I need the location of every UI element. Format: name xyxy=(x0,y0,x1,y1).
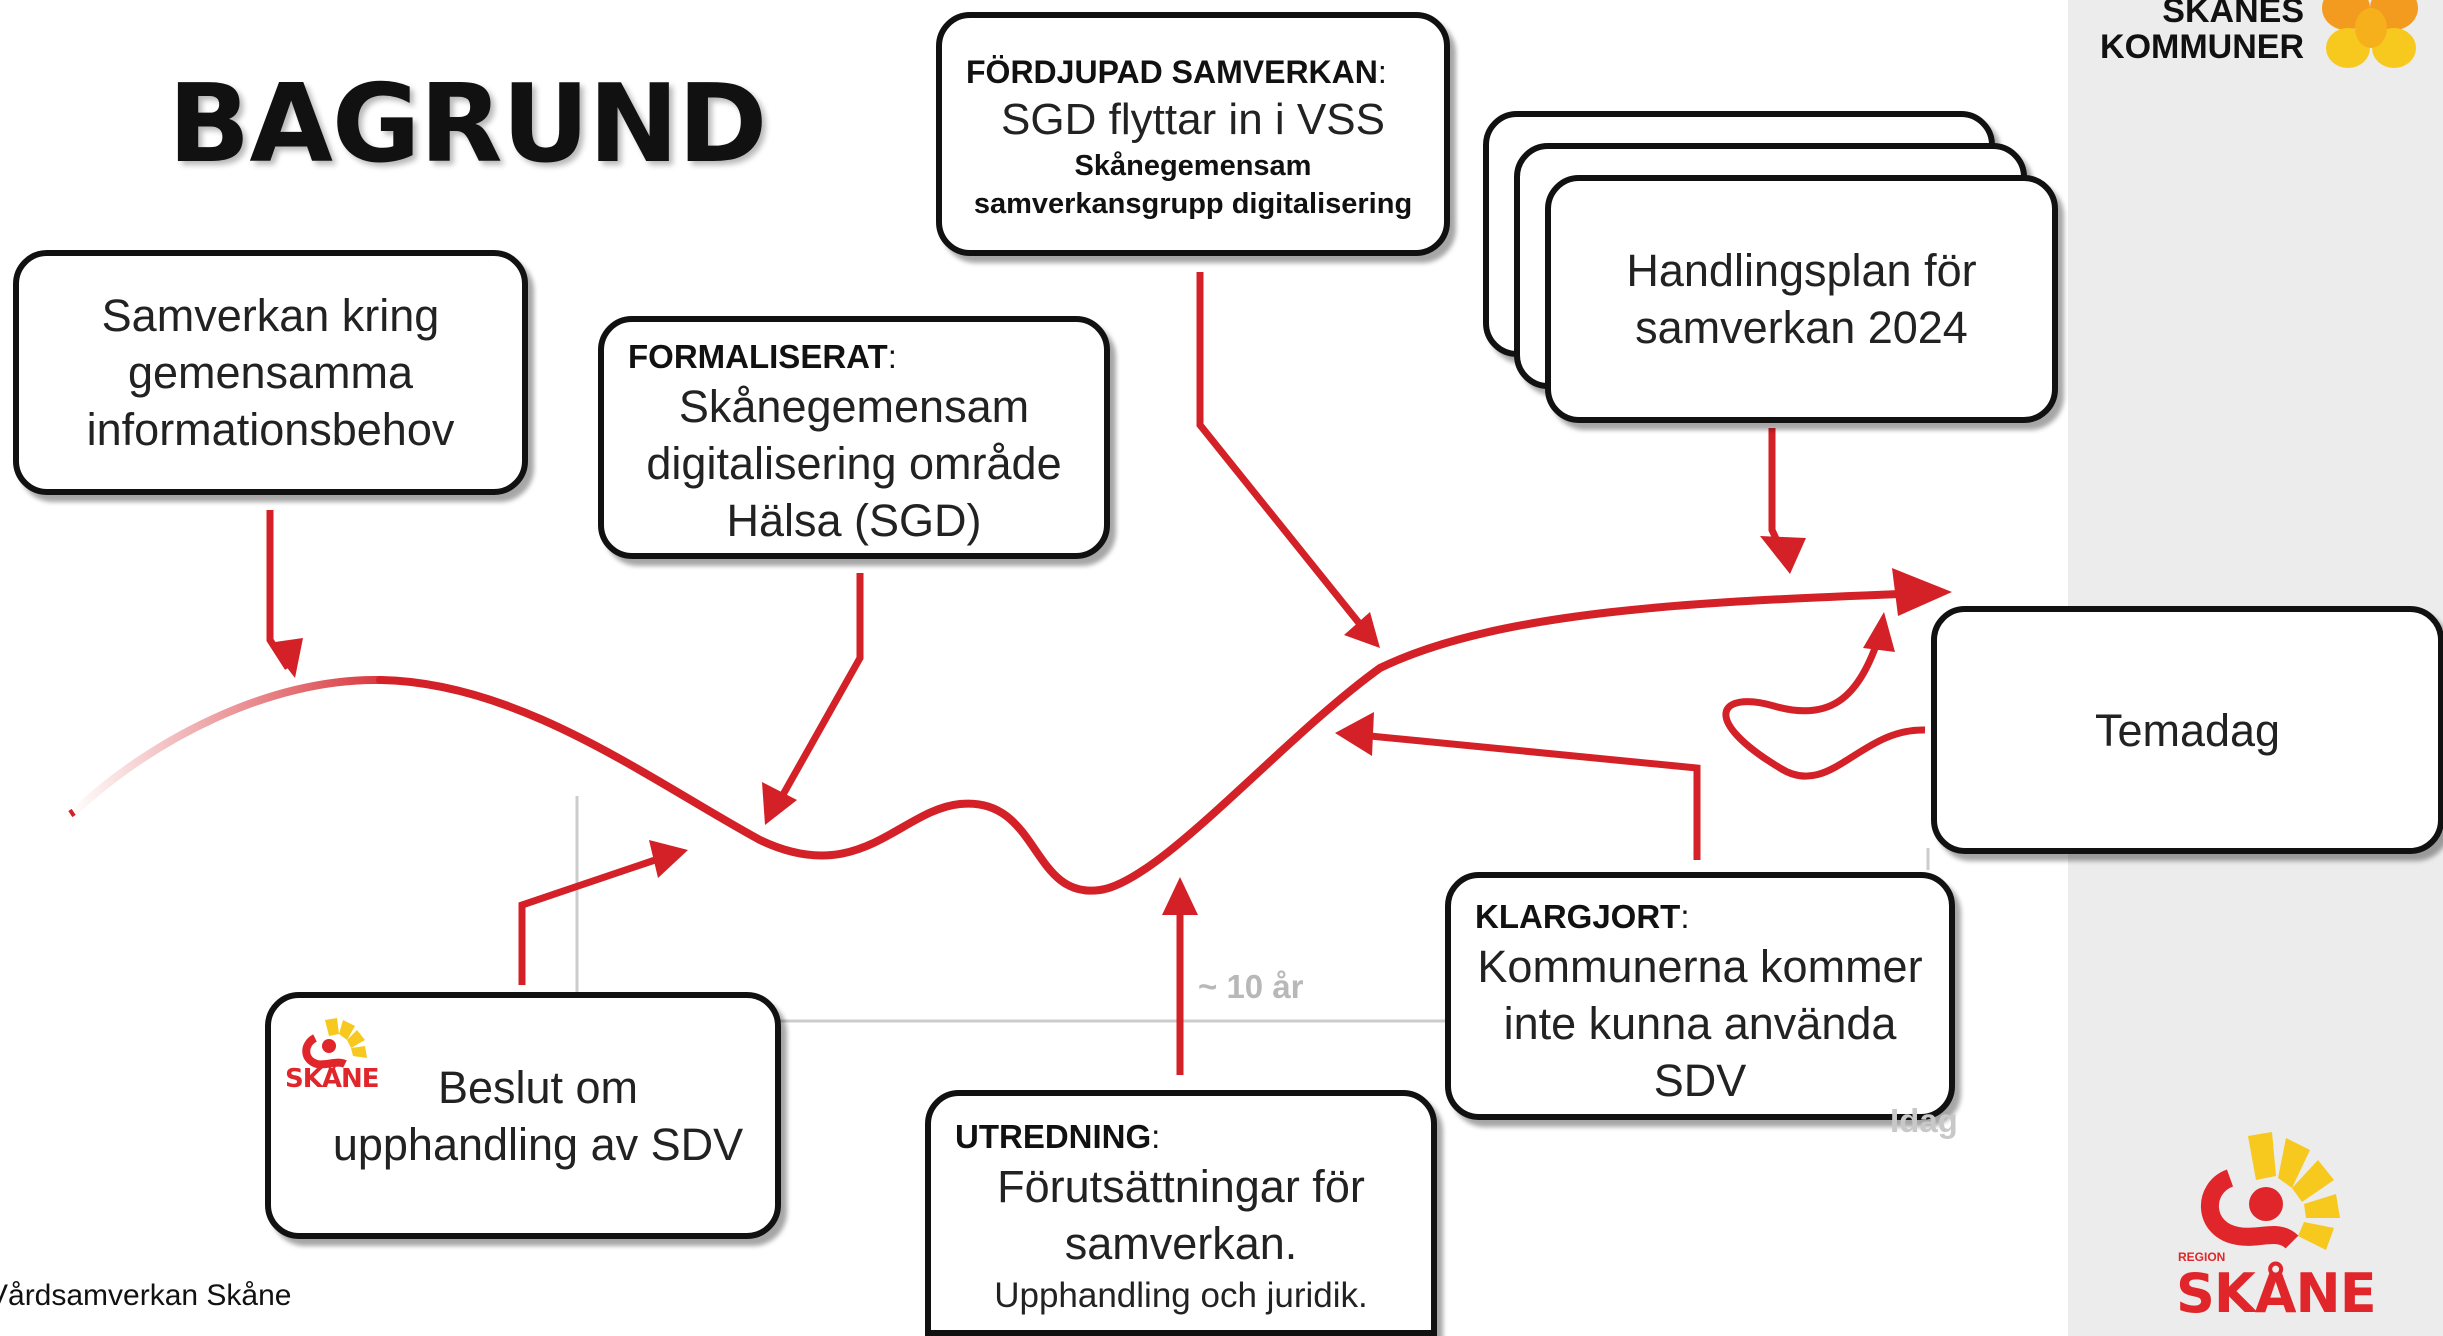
skanes-kommuner-line1: SKÅNES xyxy=(2162,0,2304,30)
region-skane-word: SKÅNE xyxy=(2176,1262,2377,1325)
development-curve xyxy=(376,590,1904,895)
slide-title: BAGRUND xyxy=(168,62,767,187)
region-skane-emblem-icon xyxy=(2200,1132,2340,1250)
box-klargjort-label-text: KLARGJORT xyxy=(1475,898,1681,935)
skanes-kommuner-line2: KOMMUNER xyxy=(2100,28,2304,66)
arrow-klargjort xyxy=(1369,732,1701,860)
curve-start-mark xyxy=(68,808,76,818)
box-klargjort: KLARGJORT: Kommunerna kommer inte kunna … xyxy=(1445,872,1955,1120)
box-temadag-text: Temadag xyxy=(2094,704,2281,756)
region-skane-mini-emblem-icon xyxy=(302,1018,367,1069)
arrowhead-temadag xyxy=(1863,612,1895,652)
box-klargjort-text: Kommunerna kommer inte kunna använda SDV xyxy=(1477,941,1923,1106)
region-skane-small-text: REGION xyxy=(2178,1250,2226,1264)
arrowhead-handlingsplan xyxy=(1760,536,1806,574)
box-fordjupad-label: FÖRDJUPAD SAMVERKAN: xyxy=(966,54,1387,91)
box-handlingsplan-text: Handlingsplan för samverkan 2024 xyxy=(1626,245,1977,353)
arrowhead-fordjupad xyxy=(1344,612,1380,648)
box-formaliserat: FORMALISERAT: Skånegemensam digitaliseri… xyxy=(598,316,1110,559)
box-beslut-text: Beslut om upphandling av SDV xyxy=(332,1061,744,1170)
arrow-fordjupad xyxy=(1196,272,1366,631)
box-formaliserat-label: FORMALISERAT: xyxy=(628,338,897,376)
arrow-temadag-loop xyxy=(1722,638,1926,780)
timeline-duration-label: ~ 10 år xyxy=(1198,968,1304,1005)
region-skane-logo: REGION SKÅNE xyxy=(2168,1132,2388,1332)
box-fordjupad-label-text: FÖRDJUPAD SAMVERKAN xyxy=(966,54,1378,90)
box-formaliserat-label-text: FORMALISERAT xyxy=(628,338,888,375)
box-temadag: Temadag xyxy=(1931,606,2443,854)
box-utredning-note: Upphandling och juridik. xyxy=(994,1276,1368,1315)
box-formaliserat-text: Skånegemensam digitalisering område Häls… xyxy=(646,381,1062,546)
region-skane-mini-logo: SKÅNE xyxy=(285,1016,381,1096)
box-beslut: SKÅNE Beslut om upphandling av SDV xyxy=(265,992,781,1239)
footer-text: Vårdsamverkan Skåne xyxy=(0,1279,292,1312)
region-skane-mini-word: SKÅNE xyxy=(285,1064,380,1094)
box-formaliserat-label-colon: : xyxy=(887,338,897,375)
arrowhead-beslut xyxy=(649,840,688,878)
arrowhead-utredning xyxy=(1162,877,1198,915)
box-klargjort-label-colon: : xyxy=(1680,898,1690,935)
arrowhead-klargjort xyxy=(1335,712,1374,756)
arrowhead-samverkan xyxy=(268,638,303,678)
timeline-today-label: Idag xyxy=(1890,1102,1958,1139)
timeline-axis xyxy=(575,796,1930,1023)
box-utredning-text: Förutsättningar för samverkan. xyxy=(997,1161,1365,1269)
box-utredning-label: UTREDNING: xyxy=(955,1118,1160,1156)
box-samverkan: Samverkan kring gemensamma informationsb… xyxy=(13,250,528,495)
box-fordjupad-text: SGD flyttar in i VSS xyxy=(1001,95,1385,144)
skanes-kommuner-flower-icon xyxy=(2322,0,2418,68)
box-samverkan-text: Samverkan kring gemensamma informationsb… xyxy=(86,290,455,455)
box-klargjort-label: KLARGJORT: xyxy=(1475,898,1690,936)
development-curve-fade xyxy=(68,675,384,818)
development-curve-arrowhead xyxy=(1892,568,1952,616)
box-utredning-label-colon: : xyxy=(1151,1118,1161,1155)
box-utredning-label-text: UTREDNING xyxy=(955,1118,1152,1155)
box-fordjupad: FÖRDJUPAD SAMVERKAN: SGD flyttar in i VS… xyxy=(936,12,1450,256)
box-fordjupad-label-colon: : xyxy=(1377,54,1387,90)
arrow-beslut xyxy=(518,856,657,985)
box-handlingsplan: Handlingsplan för samverkan 2024 xyxy=(1545,175,2058,423)
box-fordjupad-sub: Skånegemensam samverkansgrupp digitalise… xyxy=(973,150,1413,220)
arrowhead-formaliserat xyxy=(762,782,797,825)
arrow-formaliserat xyxy=(776,573,864,802)
skanes-kommuner-logo: SKÅNES KOMMUNER xyxy=(2100,0,2438,78)
box-utredning: UTREDNING: Förutsättningar för samverkan… xyxy=(925,1090,1437,1336)
